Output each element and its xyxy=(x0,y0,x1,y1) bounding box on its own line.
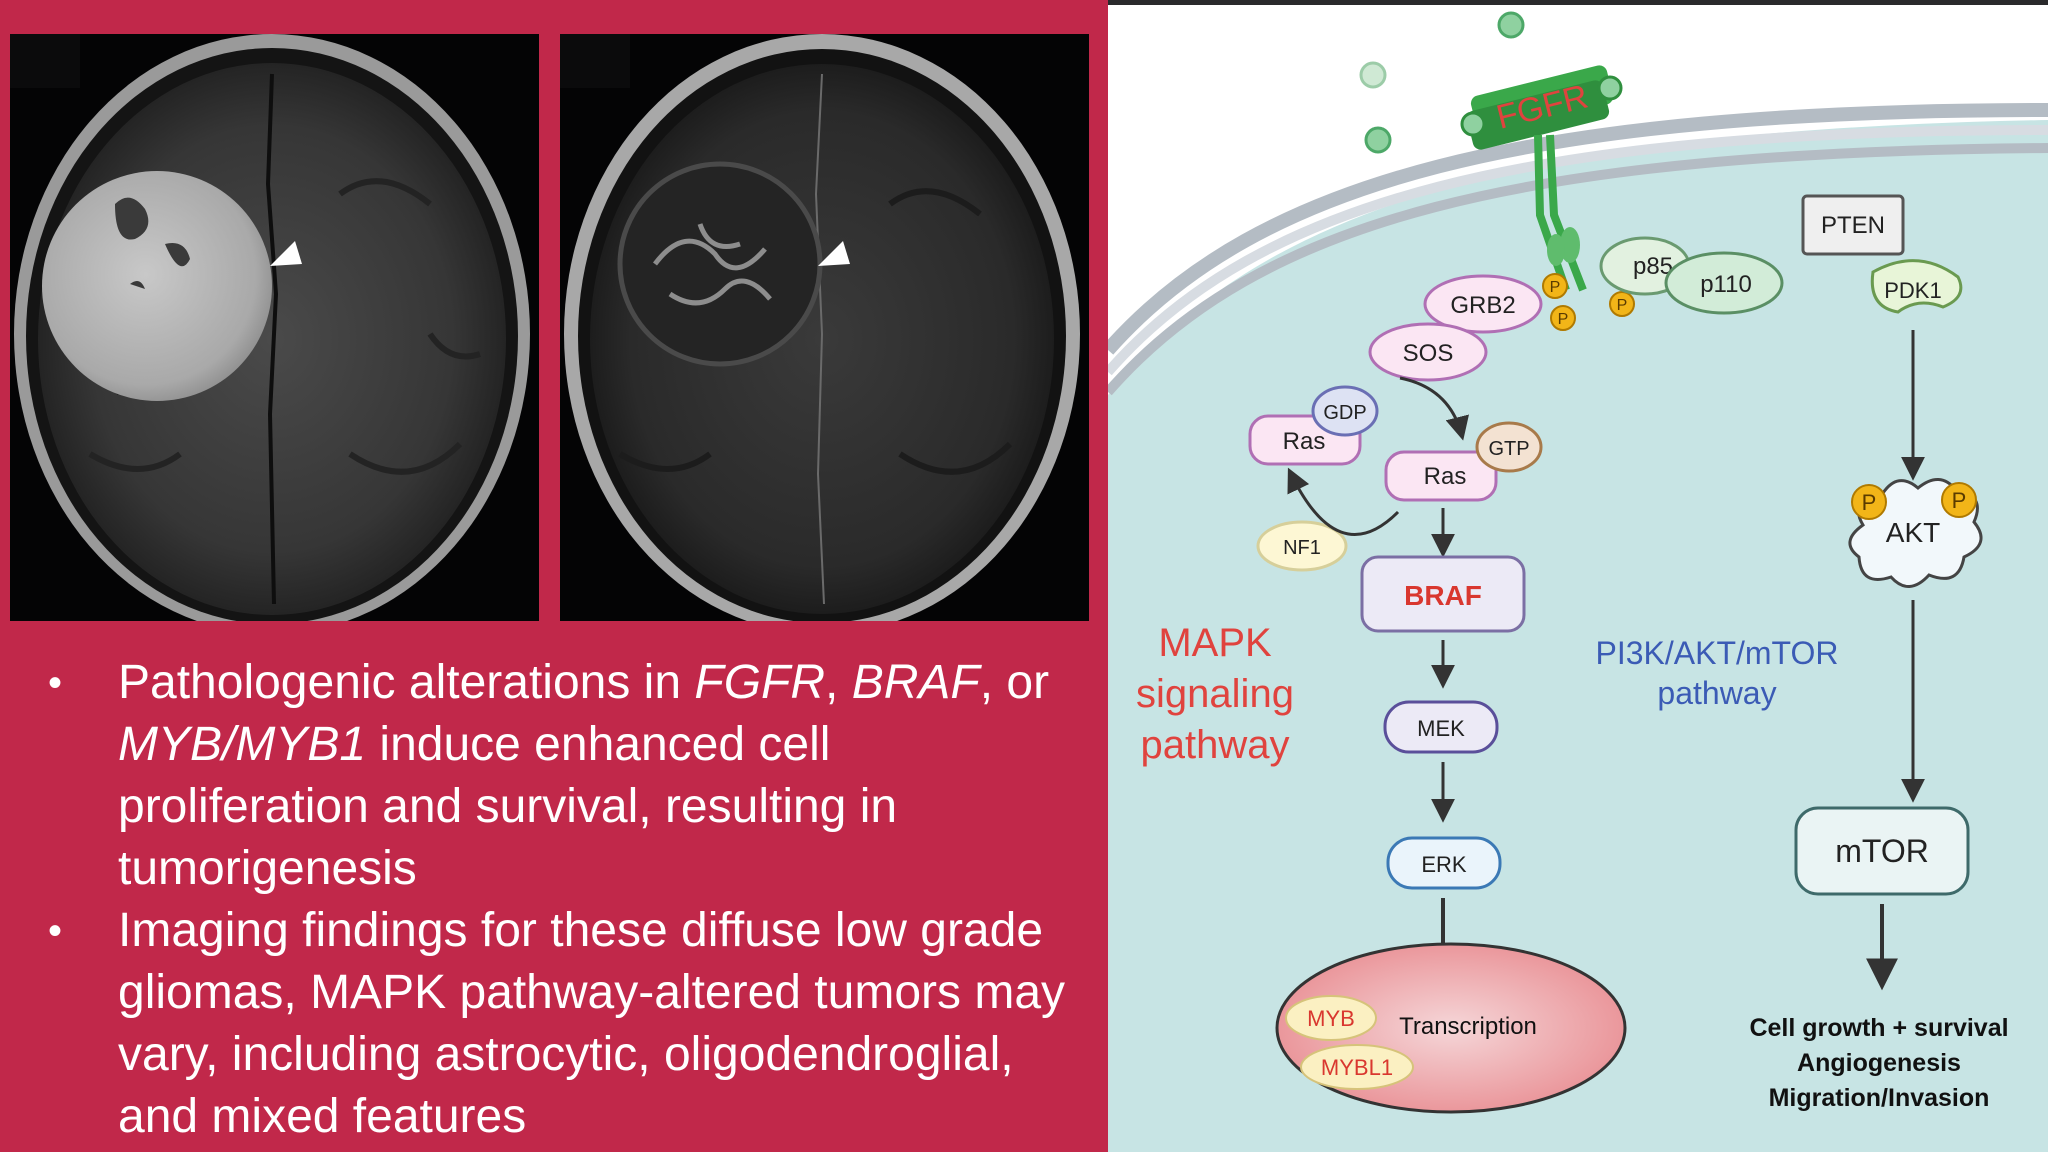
svg-text:P: P xyxy=(1550,279,1561,296)
svg-text:NF1: NF1 xyxy=(1283,537,1321,559)
mri-label-box xyxy=(10,34,80,88)
ligand-icon xyxy=(1364,126,1392,154)
signaling-diagram: FGFR P P P P GRB2 xyxy=(1108,0,2048,1152)
svg-text:GDP: GDP xyxy=(1323,402,1366,424)
svg-text:pathway: pathway xyxy=(1657,675,1776,711)
cell-membrane xyxy=(1108,103,2048,355)
mapk-pathway-label: MAPK signaling pathway xyxy=(1136,621,1294,767)
cell-membrane-inner xyxy=(1108,125,2048,376)
node-nf1: NF1 xyxy=(1256,520,1348,572)
node-akt: AKT P P xyxy=(1848,478,1983,588)
bullet-list: Pathologenic alterations in FGFR, BRAF, … xyxy=(48,652,1088,1148)
cell-membrane-lower xyxy=(1108,143,2048,396)
mri-label-box xyxy=(560,34,630,88)
node-grb2: GRB2 xyxy=(1423,274,1543,334)
svg-text:Angiogenesis: Angiogenesis xyxy=(1797,1049,1961,1077)
nf1-inactivation-arrow xyxy=(1287,467,1400,536)
svg-text:pathway: pathway xyxy=(1141,723,1290,767)
svg-text:P: P xyxy=(1558,311,1569,328)
svg-text:P: P xyxy=(1862,490,1877,515)
node-pdk1: PDK1 xyxy=(1870,259,1963,314)
svg-text:ERK: ERK xyxy=(1421,852,1467,877)
bullet-item-imaging: Imaging findings for these diffuse low g… xyxy=(48,900,1088,1148)
svg-text:Cell growth + survival: Cell growth + survival xyxy=(1749,1014,2008,1042)
ligand-icon xyxy=(1359,61,1387,89)
sos-activation-arrow xyxy=(1399,376,1469,441)
node-mtor: mTOR xyxy=(1794,806,1970,896)
svg-text:mTOR: mTOR xyxy=(1835,833,1929,869)
svg-text:MEK: MEK xyxy=(1417,716,1465,741)
nucleus: MYB MYBL1 Transcription xyxy=(1275,942,1627,1114)
svg-text:AKT: AKT xyxy=(1886,517,1940,548)
bullet-item-alterations: Pathologenic alterations in FGFR, BRAF, … xyxy=(48,652,1088,900)
pi3k-pathway-label: PI3K/AKT/mTOR pathway xyxy=(1595,635,1838,711)
node-gtp: GTP xyxy=(1475,421,1543,473)
svg-text:PDK1: PDK1 xyxy=(1884,278,1941,303)
svg-text:BRAF: BRAF xyxy=(1404,580,1482,611)
svg-text:PI3K/AKT/mTOR: PI3K/AKT/mTOR xyxy=(1595,635,1838,671)
node-braf: BRAF xyxy=(1360,555,1526,633)
node-erk: ERK xyxy=(1386,836,1502,890)
svg-text:PTEN: PTEN xyxy=(1821,212,1885,239)
node-p110: p110 xyxy=(1664,251,1784,315)
node-pten: PTEN xyxy=(1801,194,1905,256)
node-sos: SOS xyxy=(1368,322,1488,382)
svg-text:GTP: GTP xyxy=(1488,438,1529,460)
mybl1-label: MYBL1 xyxy=(1321,1055,1393,1080)
svg-text:SOS: SOS xyxy=(1403,340,1454,367)
svg-text:P: P xyxy=(1617,297,1628,314)
svg-text:Ras: Ras xyxy=(1283,428,1326,455)
node-gdp: GDP xyxy=(1311,385,1379,437)
svg-text:p110: p110 xyxy=(1700,271,1752,298)
svg-text:GRB2: GRB2 xyxy=(1450,292,1515,319)
mri-image-t1-contrast xyxy=(560,34,1089,621)
outcomes-text: Cell growth + survival Angiogenesis Migr… xyxy=(1749,1014,2008,1112)
svg-text:Ras: Ras xyxy=(1424,463,1467,490)
svg-text:MAPK: MAPK xyxy=(1158,621,1272,665)
ligand-icon xyxy=(1497,11,1525,39)
node-ras-active: Ras xyxy=(1384,450,1498,502)
node-mek: MEK xyxy=(1383,700,1499,754)
myb-label: MYB xyxy=(1307,1006,1355,1031)
svg-text:signaling: signaling xyxy=(1136,672,1294,716)
left-panel: Pathologenic alterations in FGFR, BRAF, … xyxy=(0,0,1108,1152)
svg-text:Migration/Invasion: Migration/Invasion xyxy=(1769,1084,1990,1112)
svg-text:P: P xyxy=(1952,488,1967,513)
transcription-label: Transcription xyxy=(1399,1013,1537,1040)
mri-image-flair xyxy=(10,34,539,621)
